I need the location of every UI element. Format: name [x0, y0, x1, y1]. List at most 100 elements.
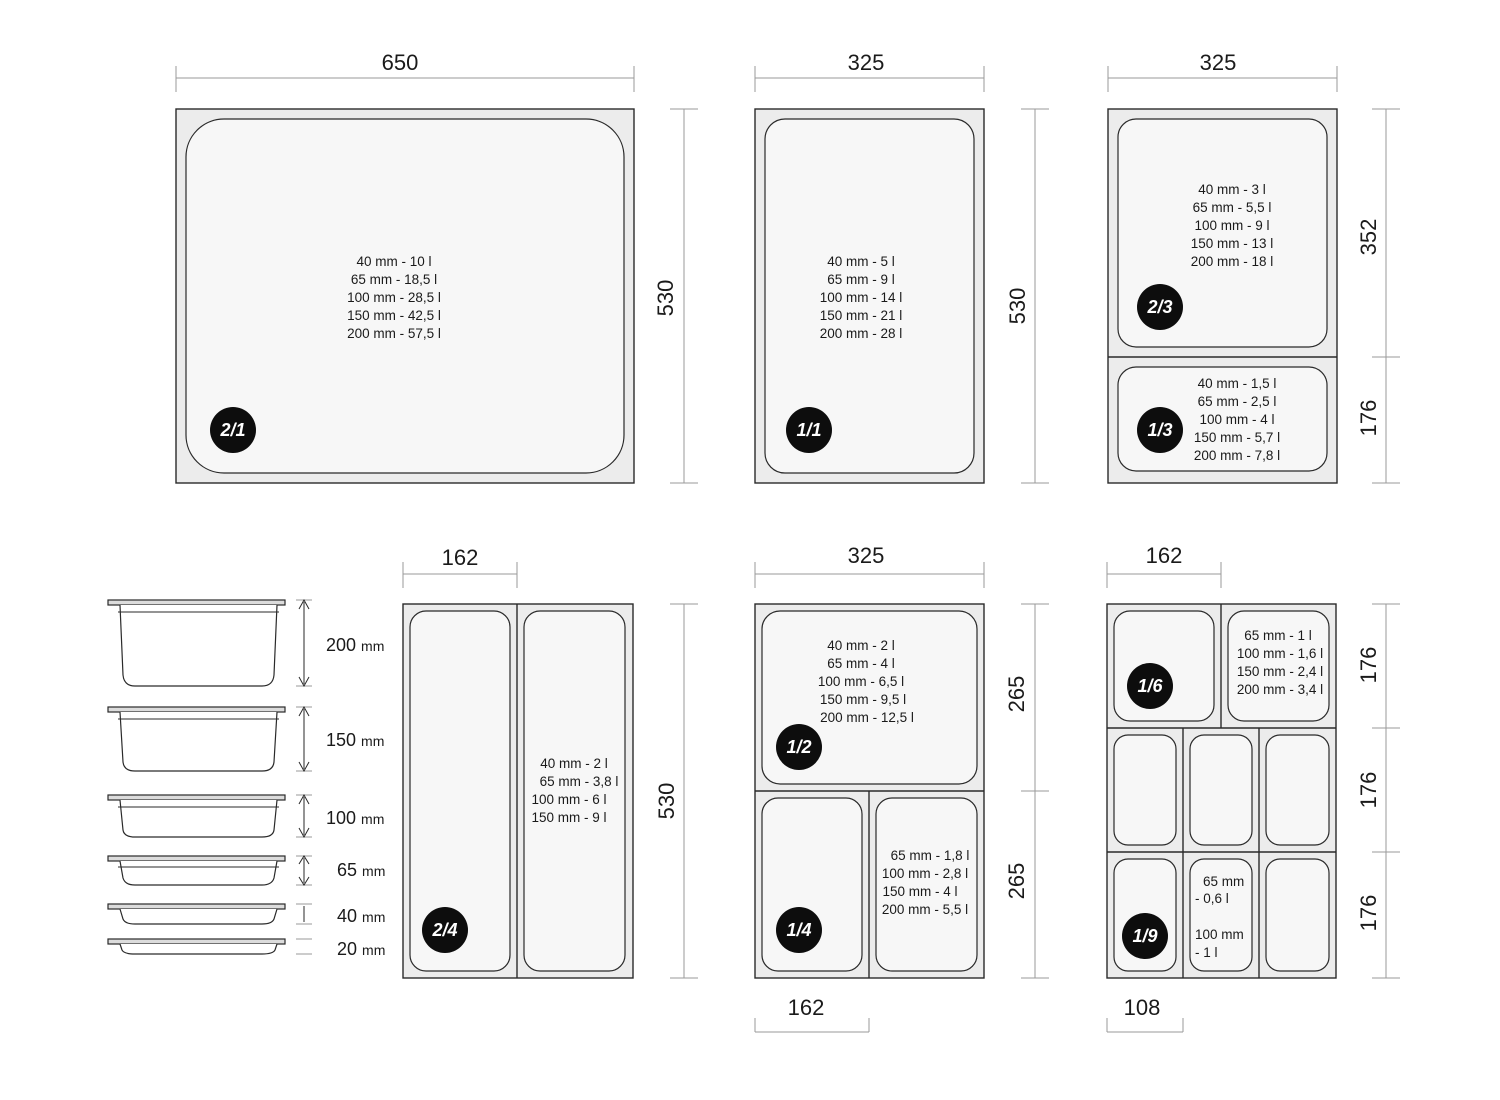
dim-1-6-heights: 176 176 176: [1356, 603, 1400, 979]
pan-2-4: [402, 603, 634, 979]
badge-label: 2/4: [431, 920, 457, 940]
capacity-line: 100 mm - 2,8 l: [882, 866, 968, 881]
capacity-line: 65 mm - 1 l: [1244, 628, 1312, 643]
dim-label: 325: [1200, 50, 1237, 75]
capacity-line: 100 mm: [1195, 927, 1244, 942]
capacity-line: 200 mm - 28 l: [820, 326, 903, 341]
badge-1-2: 1/2: [776, 724, 822, 770]
capacity-line: 65 mm - 9 l: [827, 272, 895, 287]
capacity-line: 150 mm - 5,7 l: [1194, 430, 1280, 445]
capacity-line: 200 mm - 57,5 l: [347, 326, 441, 341]
dim-label: 176: [1356, 400, 1381, 437]
badge-1-1: 1/1: [786, 407, 832, 453]
capacity-line: 65 mm: [1203, 874, 1244, 889]
badge-label: 1/3: [1147, 420, 1172, 440]
capacity-line: 100 mm - 4 l: [1199, 412, 1274, 427]
capacity-line: 100 mm - 14 l: [820, 290, 903, 305]
capacity-list-1-2: 40 mm - 2 l 65 mm - 4 l 100 mm - 6,5 l 1…: [818, 638, 914, 725]
badge-1-9: 1/9: [1122, 913, 1168, 959]
capacity-line: 100 mm - 1,6 l: [1237, 646, 1323, 661]
dim-label: 176: [1356, 895, 1381, 932]
capacity-line: 40 mm - 5 l: [827, 254, 895, 269]
capacity-line: 150 mm - 21 l: [820, 308, 903, 323]
dim-1-2-width: 325: [754, 543, 985, 588]
dim-1-9-bottom-width: 108: [1106, 995, 1184, 1033]
capacity-line: - 1 l: [1195, 945, 1218, 960]
badge-1-3: 1/3: [1137, 407, 1183, 453]
badge-1-4: 1/4: [776, 907, 822, 953]
capacity-line: 65 mm - 2,5 l: [1198, 394, 1277, 409]
capacity-line: 40 mm - 2 l: [827, 638, 895, 653]
dim-1-2-heights: 265 265: [1004, 603, 1049, 979]
capacity-line: 150 mm - 9,5 l: [820, 692, 906, 707]
dim-label: 530: [1005, 288, 1030, 325]
capacity-line: 65 mm - 1,8 l: [891, 848, 970, 863]
capacity-line: 150 mm - 42,5 l: [347, 308, 441, 323]
capacity-line: 150 mm - 13 l: [1191, 236, 1274, 251]
capacity-list-1-3: 40 mm - 1,5 l 65 mm - 2,5 l 100 mm - 4 l…: [1194, 376, 1280, 463]
capacity-list-1-4: 65 mm - 1,8 l 100 mm - 2,8 l 150 mm - 4 …: [882, 848, 970, 917]
depth-dimensions: [296, 598, 312, 955]
capacity-line: 200 mm - 12,5 l: [820, 710, 914, 725]
dim-label: 265: [1004, 676, 1029, 713]
capacity-line: 65 mm - 18,5 l: [351, 272, 437, 287]
capacity-line: 100 mm - 9 l: [1194, 218, 1269, 233]
dim-2-4-width: 162: [402, 545, 518, 588]
dim-1-4-bottom-width: 162: [754, 995, 870, 1033]
capacity-line: 100 mm - 6,5 l: [818, 674, 904, 689]
side-profile-150: [107, 706, 286, 772]
dim-1-1-height: 530: [1005, 108, 1049, 484]
side-profile-20: [107, 938, 286, 955]
capacity-line: 200 mm - 5,5 l: [882, 902, 968, 917]
dim-2-4-height: 530: [654, 603, 698, 979]
dim-2-3-heights: 352 176: [1356, 108, 1400, 484]
dim-label: 176: [1356, 647, 1381, 684]
capacity-line: 150 mm - 2,4 l: [1237, 664, 1323, 679]
capacity-line: 40 mm - 3 l: [1198, 182, 1266, 197]
capacity-line: 100 mm - 28,5 l: [347, 290, 441, 305]
dim-label: 108: [1124, 995, 1161, 1020]
capacity-line: 40 mm - 10 l: [356, 254, 431, 269]
capacity-line: 65 mm - 4 l: [827, 656, 895, 671]
badge-label: 1/9: [1132, 926, 1157, 946]
dim-2-3-width: 325: [1107, 50, 1338, 92]
capacity-line: 40 mm - 1,5 l: [1198, 376, 1277, 391]
capacity-line: 100 mm - 6 l: [531, 792, 606, 807]
capacity-list-2-3: 40 mm - 3 l 65 mm - 5,5 l 100 mm - 9 l 1…: [1191, 182, 1274, 269]
side-profile-65: [107, 855, 286, 886]
dim-label: 325: [848, 543, 885, 568]
dim-label: 530: [654, 783, 679, 820]
badge-label: 1/2: [786, 737, 811, 757]
capacity-line: 200 mm - 18 l: [1191, 254, 1274, 269]
dim-label: 650: [382, 50, 419, 75]
dim-label: 162: [442, 545, 479, 570]
capacity-line: 150 mm - 4 l: [882, 884, 957, 899]
dim-1-6-width: 162: [1106, 543, 1222, 588]
capacity-line: 65 mm - 5,5 l: [1193, 200, 1272, 215]
dim-label: 162: [1146, 543, 1183, 568]
side-profiles: [107, 599, 286, 955]
capacity-list-1-6: 65 mm - 1 l 100 mm - 1,6 l 150 mm - 2,4 …: [1237, 628, 1323, 697]
badge-label: 2/1: [219, 420, 245, 440]
badge-label: 1/4: [786, 920, 811, 940]
dim-label: 352: [1356, 219, 1381, 256]
side-profile-100: [107, 794, 286, 838]
dim-label: 325: [848, 50, 885, 75]
capacity-list-2-4: 40 mm - 2 l 65 mm - 3,8 l 100 mm - 6 l 1…: [531, 756, 618, 825]
capacity-line: 65 mm - 3,8 l: [540, 774, 619, 789]
dim-1-1-width: 325: [754, 50, 985, 92]
pan-1-1: [754, 108, 985, 484]
capacity-line: 200 mm - 3,4 l: [1237, 682, 1323, 697]
badge-2-3: 2/3: [1137, 284, 1183, 330]
dim-label: 265: [1004, 863, 1029, 900]
badge-2-4: 2/4: [422, 907, 468, 953]
badge-2-1: 2/1: [210, 407, 256, 453]
